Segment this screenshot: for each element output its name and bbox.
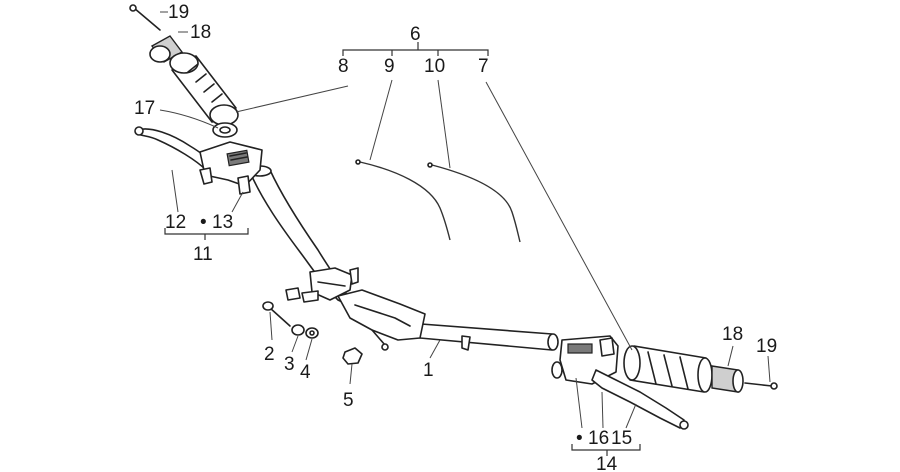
handlebar-tube (248, 165, 559, 351)
callout-1: 1 (423, 360, 434, 381)
callout-8: 8 (338, 56, 349, 77)
callout-18-top: 18 (190, 22, 211, 43)
callout-17: 17 (134, 98, 155, 119)
callout-labels: 19 18 6 8 9 10 7 17 12 • 13 11 2 3 4 1 5… (134, 2, 777, 472)
leader-lines (159, 11, 771, 456)
callout-7: 7 (478, 56, 489, 77)
cables (355, 159, 521, 243)
callout-2: 2 (264, 344, 275, 365)
callout-9: 9 (384, 56, 395, 77)
callout-13: 13 (212, 212, 233, 233)
callout-15: 15 (611, 428, 632, 449)
callout-11: 11 (193, 244, 213, 265)
callout-10: 10 (424, 56, 445, 77)
hardware-parts (262, 301, 363, 365)
callout-19-top: 19 (168, 2, 189, 23)
callout-4: 4 (300, 362, 311, 383)
callout-11-bullet: • (200, 212, 207, 233)
callout-12: 12 (165, 212, 186, 233)
left-lever-assembly (134, 126, 263, 195)
callout-5: 5 (343, 390, 354, 411)
left-grip-assembly (129, 4, 239, 138)
callout-14: 14 (596, 454, 618, 472)
right-lever-assembly (551, 335, 689, 430)
callout-6: 6 (410, 24, 421, 45)
callout-18-right: 18 (722, 324, 743, 345)
callout-16: 16 (588, 428, 609, 449)
callout-3: 3 (284, 354, 295, 375)
right-grip-assembly (623, 345, 778, 393)
callout-14-bullet: • (576, 428, 583, 449)
callout-19-right: 19 (756, 336, 777, 357)
